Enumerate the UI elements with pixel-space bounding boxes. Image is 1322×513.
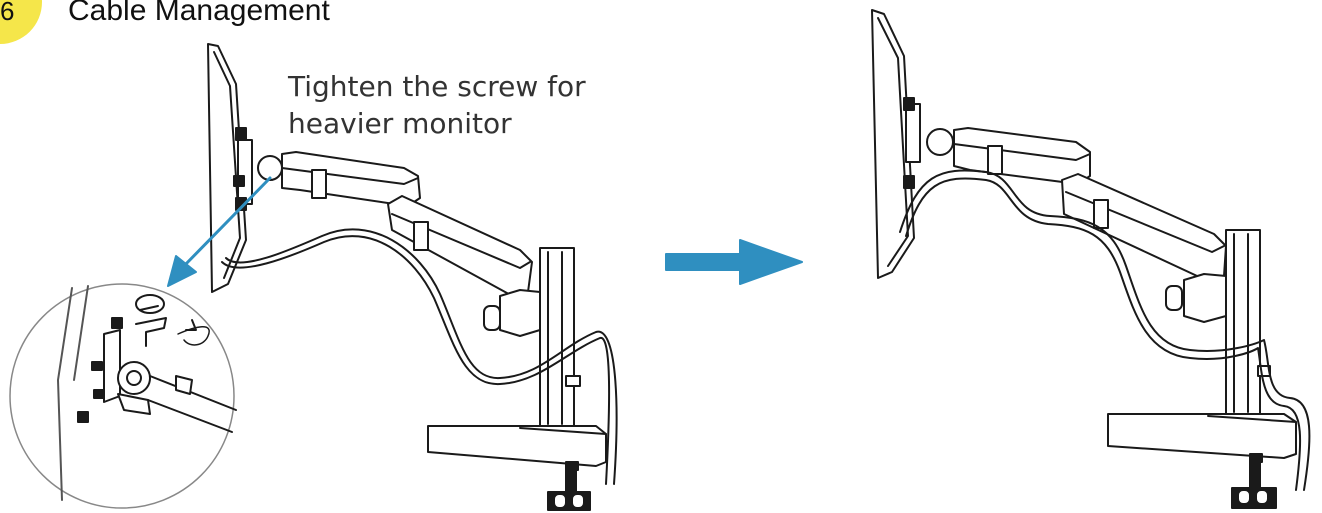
cable-right (899, 169, 1311, 491)
transition-arrow-icon (665, 239, 803, 285)
pole-left (539, 247, 575, 427)
forearm-left (387, 195, 533, 299)
upper-arm-right (953, 127, 1091, 185)
page-title: Cable Management (68, 0, 330, 27)
monitor-right (871, 9, 915, 279)
clamp-right (1107, 413, 1297, 459)
upper-arm-left (281, 151, 421, 207)
pointer-head-icon (167, 255, 197, 287)
monitor-arm-after (871, 9, 1311, 509)
pole-right (1225, 229, 1261, 415)
monitor-arm-before (167, 43, 618, 511)
zoom-detail (9, 283, 237, 509)
cable-left (225, 228, 618, 485)
step-number: 6 (0, 0, 15, 26)
pointer-line (180, 176, 272, 270)
screw-note-line-2: heavier monitor (288, 107, 512, 140)
clamp-left (427, 425, 607, 467)
forearm-right (1061, 173, 1227, 283)
screw-note: Tighten the screw for heavier monitor (288, 68, 586, 142)
screw-note-line-1: Tighten the screw for (288, 70, 586, 103)
